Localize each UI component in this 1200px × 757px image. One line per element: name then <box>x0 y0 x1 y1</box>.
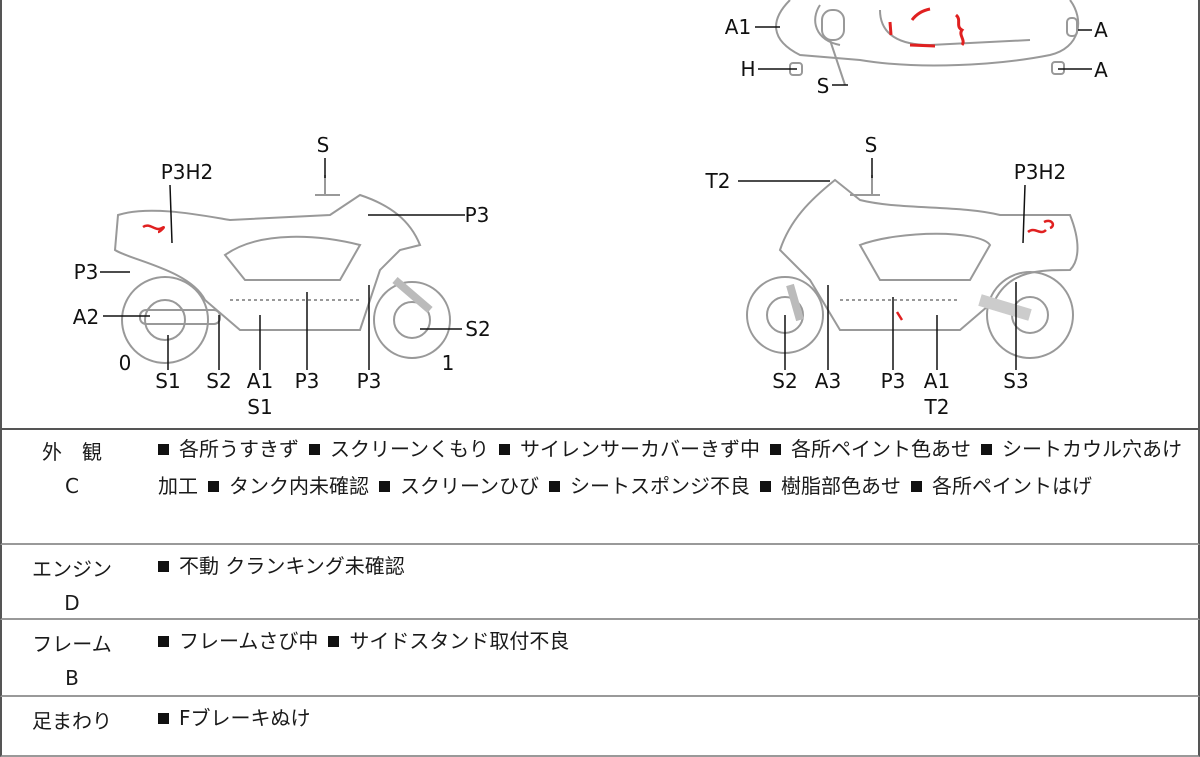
defect-item: シートスポンジ不良 <box>570 474 750 498</box>
defect-item: サイレンサーカバーきず中 <box>520 437 760 461</box>
bullet-square-icon <box>499 444 510 455</box>
left-side-damage-marks <box>142 224 166 234</box>
section-engine: エンジン D 不動 クランキング未確認 <box>0 545 1200 620</box>
category-label: 外 観 <box>42 440 102 464</box>
section-suspension: 足まわり Fブレーキぬけ <box>0 697 1200 757</box>
bullet-square-icon <box>158 636 169 647</box>
category-cell: 足まわり <box>2 697 142 755</box>
category-cell: 外 観 C <box>2 428 142 543</box>
section-exterior: 外 観 C 各所うすきず スクリーンくもり サイレンサーカバーきず中 各所ペイント色あせ… <box>0 428 1200 545</box>
top-view-scooter <box>775 0 1080 86</box>
diagram-label: S1 <box>247 395 273 419</box>
category-cell: フレーム B <box>2 620 142 695</box>
diagram-label: T2 <box>705 169 731 193</box>
bullet-square-icon <box>911 481 922 492</box>
diagram-label: P3 <box>356 369 382 393</box>
bullet-square-icon <box>309 444 320 455</box>
items-cell: 不動 クランキング未確認 <box>142 545 1198 618</box>
diagram-label: P3H2 <box>160 160 214 184</box>
diagram-label: A3 <box>814 369 842 393</box>
scooter-diagrams <box>100 0 1092 370</box>
diagram-label: 1 <box>441 351 455 375</box>
bullet-square-icon <box>158 444 169 455</box>
category-label: 足まわり <box>32 709 112 733</box>
defect-item: 各所うすきず <box>179 437 299 461</box>
grade-label: D <box>64 591 80 615</box>
defect-item: サイドスタンド取付不良 <box>349 629 570 653</box>
diagram-label: A1 <box>724 15 752 39</box>
right-side-scooter <box>746 175 1079 359</box>
bullet-square-icon <box>328 636 340 647</box>
diagram-label: P3 <box>880 369 906 393</box>
grade-label: C <box>65 474 79 498</box>
bullet-square-icon <box>770 444 781 455</box>
category-label: エンジン <box>32 557 112 581</box>
defect-item: タンク内未確認 <box>229 474 369 498</box>
bullet-square-icon <box>158 561 169 572</box>
diagram-label: T2 <box>924 395 950 419</box>
items-cell: 各所うすきず スクリーンくもり サイレンサーカバーきず中 各所ペイント色あせシートカウ… <box>142 428 1198 543</box>
left-side-scooter <box>113 175 451 364</box>
diagram-label: H <box>740 57 756 81</box>
category-cell: エンジン D <box>2 545 142 618</box>
defect-item: スクリーンくもり <box>330 437 489 461</box>
diagram-label: S2 <box>206 369 232 393</box>
defect-item: 各所ペイント色あせ <box>791 437 971 461</box>
defect-item: 不動 クランキング未確認 <box>179 554 405 578</box>
diagram-label: S <box>316 133 330 157</box>
category-label: フレーム <box>32 632 112 656</box>
diagram-label: A <box>1094 18 1108 42</box>
items-cell: Fブレーキぬけ <box>142 697 1198 755</box>
diagram-label: S2 <box>465 317 491 341</box>
diagram-label: A2 <box>72 305 100 329</box>
defect-item: スクリーンひび <box>400 474 539 498</box>
diagram-label: A1 <box>923 369 951 393</box>
bullet-square-icon <box>158 713 169 724</box>
bullet-square-icon <box>760 481 771 492</box>
diagram-label: P3 <box>73 260 99 284</box>
bullet-square-icon <box>379 481 390 492</box>
diagram-label: S1 <box>155 369 181 393</box>
diagram-label: A <box>1094 58 1108 82</box>
grade-label: B <box>65 666 79 690</box>
inspection-table: 外 観 C 各所うすきず スクリーンくもり サイレンサーカバーきず中 各所ペイント色あせ… <box>0 428 1200 757</box>
diagram-label: 0 <box>118 351 132 375</box>
diagram-label: P3 <box>464 203 490 227</box>
diagram-label: S <box>816 74 830 98</box>
diagram-label: S <box>864 133 878 157</box>
diagram-label: S2 <box>772 369 798 393</box>
items-cell: フレームさび中 サイドスタンド取付不良 <box>142 620 1198 695</box>
diagram-label: P3 <box>294 369 320 393</box>
bullet-square-icon <box>981 444 992 455</box>
diagram-label: P3H2 <box>1013 160 1067 184</box>
defect-item: Fブレーキぬけ <box>179 706 311 730</box>
diagram-area <box>0 0 1200 430</box>
diagram-label: A1 <box>246 369 274 393</box>
defect-item: 各所ペイントはげ <box>932 474 1092 498</box>
section-frame: フレーム B フレームさび中 サイドスタンド取付不良 <box>0 620 1200 697</box>
defect-item: 樹脂部色あせ <box>781 474 901 498</box>
bullet-square-icon <box>549 481 560 492</box>
bullet-square-icon <box>208 481 219 492</box>
top-view-damage-marks <box>888 7 965 48</box>
leader-lines <box>100 26 1092 370</box>
defect-item: フレームさび中 <box>179 629 319 653</box>
diagram-label: S3 <box>1003 369 1029 393</box>
right-side-damage-marks <box>895 219 1055 321</box>
defect-item: シートカウル穴あけ加工 <box>158 437 1182 498</box>
